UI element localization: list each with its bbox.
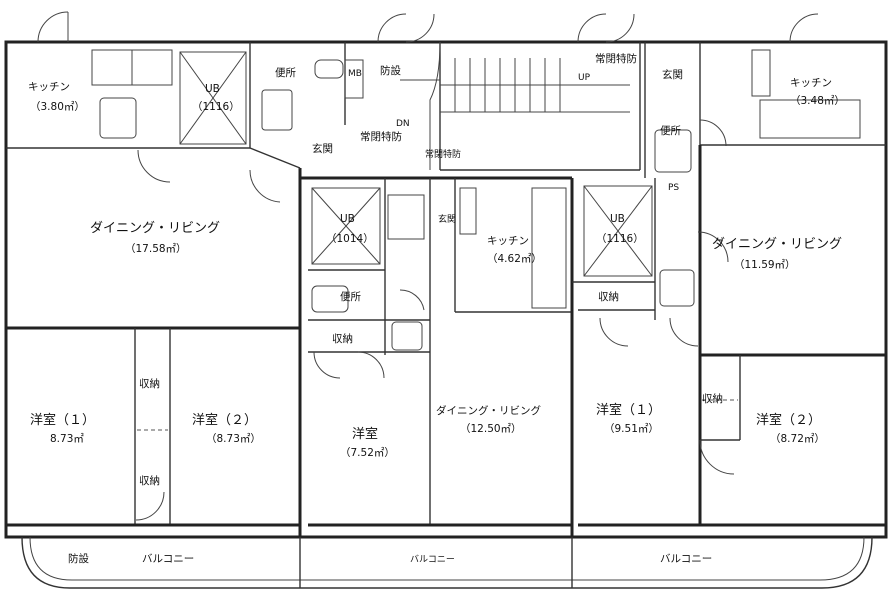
kitchen-left-name: キッチン	[28, 81, 70, 93]
shuno-center-label: 収納	[332, 332, 353, 345]
fixtures	[91, 49, 861, 431]
yoshitsu-center-name: 洋室	[352, 426, 378, 442]
dn-label: DN	[396, 119, 410, 129]
bousetsu-bottom-label: 防設	[68, 552, 89, 565]
yoshitsu1-right-area: （9.51㎡）	[604, 423, 659, 435]
genkan-right-label: 玄関	[662, 68, 683, 81]
ub-center-size: （1014）	[326, 233, 374, 245]
living-right-area: （11.59㎡）	[734, 259, 796, 271]
toilet-center-label: 便所	[340, 290, 361, 303]
kitchen-left-area: （3.80㎡）	[30, 101, 85, 113]
ub-right-name: UB	[610, 213, 625, 225]
staircase	[400, 58, 630, 113]
genkan-center-label: 玄関	[438, 213, 456, 225]
joheitokubo-left-label: 常閉特防	[360, 130, 402, 143]
doors	[37, 11, 819, 521]
up-label: UP	[578, 73, 591, 83]
kitchen-right-name: キッチン	[790, 77, 832, 89]
ub-right-size: （1116）	[596, 233, 644, 245]
balcony-outline	[21, 536, 873, 589]
ps-label: PS	[668, 183, 679, 193]
living-center-area: （12.50㎡）	[460, 423, 522, 435]
living-center-name: ダイニング・リビング	[436, 404, 541, 417]
yoshitsu2-right-area: （8.72㎡）	[770, 433, 825, 445]
living-left-name: ダイニング・リビング	[90, 221, 220, 236]
interior-walls	[6, 41, 886, 537]
mb-label: MB	[348, 69, 362, 79]
shuno-left2-label: 収納	[139, 474, 160, 487]
yoshitsu1-right-name: 洋室（１）	[596, 402, 661, 418]
outer-walls	[4, 40, 888, 539]
kitchen-right-area: （3.48㎡）	[790, 95, 845, 107]
ub-center-name: UB	[340, 213, 355, 225]
joheitokubo-right-label: 常閉特防	[595, 52, 637, 65]
balcony-center-label: バルコニー	[410, 554, 455, 565]
room-labels: キッチン （3.80㎡） UB （1116） 便所 MB 防設 玄関 常閉特防 …	[28, 52, 845, 565]
shuno-right-label: 収納	[598, 290, 619, 303]
yoshitsu2-left-area: （8.73㎡）	[206, 433, 261, 445]
kitchen-center-name: キッチン	[487, 235, 529, 247]
yoshitsu1-left-area: 8.73㎡	[50, 433, 84, 445]
ub-left-name: UB	[205, 83, 220, 95]
yoshitsu-center-area: （7.52㎡）	[340, 447, 395, 459]
yoshitsu2-right-name: 洋室（２）	[756, 412, 821, 428]
yoshitsu2-left-name: 洋室（２）	[192, 412, 257, 428]
genkan-left-label: 玄関	[312, 142, 333, 155]
shuno-left1-label: 収納	[139, 377, 160, 390]
living-right-name: ダイニング・リビング	[712, 237, 842, 252]
balcony-right-label: バルコニー	[660, 553, 712, 565]
kitchen-center-area: （4.62㎡）	[487, 253, 542, 265]
toilet-left-label: 便所	[275, 66, 296, 79]
living-left-area: （17.58㎡）	[125, 243, 187, 255]
ub-left-size: （1116）	[192, 101, 240, 113]
toilet-right-label: 便所	[660, 124, 681, 137]
joheitokubo-stair-label: 常閉特防	[425, 148, 461, 160]
bousetsu-top-label: 防設	[380, 64, 401, 77]
shuno-right2-label: 収納	[702, 392, 723, 405]
yoshitsu1-left-name: 洋室（１）	[30, 412, 95, 428]
balcony-left-label: バルコニー	[142, 553, 194, 565]
